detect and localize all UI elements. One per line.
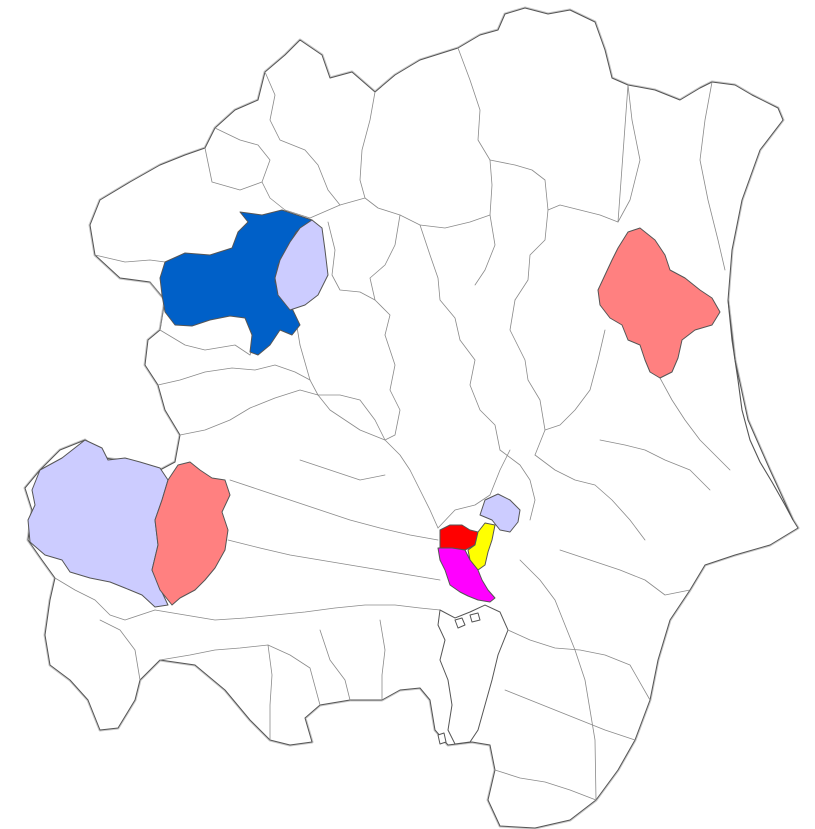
east-coast-detail (727, 299, 794, 521)
region-lavender-center[interactable] (479, 493, 521, 533)
region-yellow-center[interactable] (467, 522, 496, 571)
highlighted-regions (27, 209, 721, 608)
region-lavender-west[interactable] (27, 439, 169, 608)
tokyo-bay (437, 604, 509, 745)
region-magenta-center[interactable] (437, 547, 496, 603)
bay-islands (437, 612, 481, 745)
land-mass (24, 7, 799, 829)
region-salmon-west[interactable] (151, 461, 231, 606)
municipal-borders (54, 47, 731, 801)
region-dark-blue[interactable] (159, 209, 313, 356)
region-salmon-east[interactable] (597, 227, 721, 379)
region-lavender-north[interactable] (274, 219, 329, 311)
